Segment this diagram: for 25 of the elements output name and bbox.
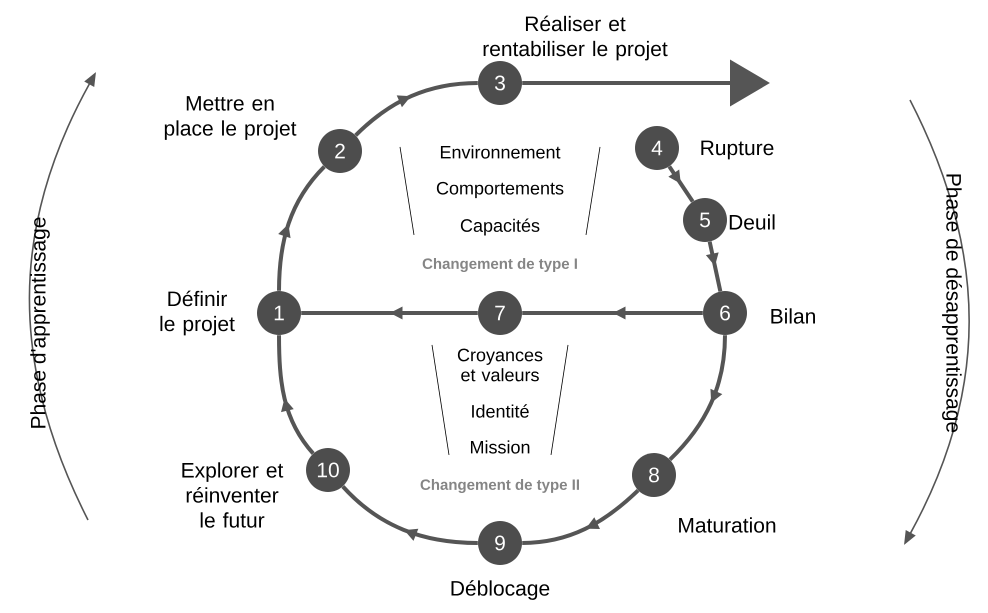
list-item: Mission bbox=[470, 440, 530, 454]
step-label: Rupture bbox=[701, 140, 774, 160]
step-label: Maturation bbox=[679, 517, 776, 533]
list-item: Comportements bbox=[436, 182, 564, 198]
arrow bbox=[277, 165, 326, 291]
arrow bbox=[277, 335, 315, 455]
step-label: Déblocage bbox=[452, 580, 550, 600]
step-label: Réaliser et rentabiliser le projet bbox=[484, 16, 668, 60]
arrow bbox=[354, 81, 478, 137]
arrow bbox=[668, 335, 727, 461]
phase-label: Phase d'apprentissage bbox=[30, 217, 50, 428]
list-item: Environnement bbox=[440, 145, 560, 159]
arrow bbox=[522, 488, 640, 545]
step-label: Mettre en place le projet bbox=[164, 96, 296, 140]
step-label: Deuil bbox=[730, 214, 774, 230]
arrow bbox=[341, 485, 478, 545]
list-item: Identité bbox=[472, 404, 529, 418]
step-label: Bilan bbox=[771, 308, 815, 324]
change-type-label: Changement de type I bbox=[422, 258, 577, 272]
arrow bbox=[668, 165, 694, 203]
phase-label: Phase de désapprentissage bbox=[942, 174, 962, 432]
step-label: Explorer et réinventer le futur bbox=[182, 462, 284, 528]
step-label: Définir le projet bbox=[160, 290, 235, 336]
change-type-label: Changement de type II bbox=[420, 478, 579, 494]
list-item: Capacités bbox=[460, 218, 540, 236]
